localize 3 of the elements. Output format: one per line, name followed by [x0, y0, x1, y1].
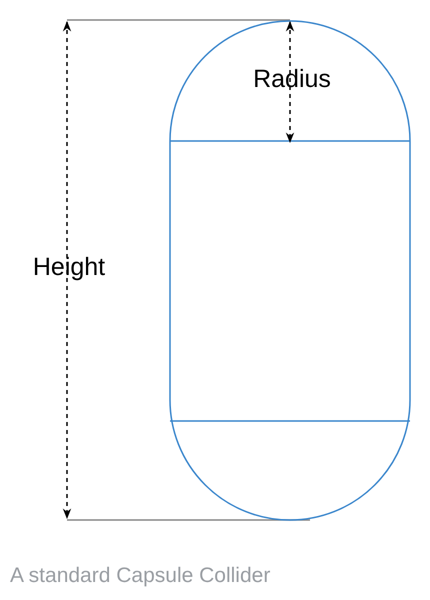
dimension-label: Radius	[252, 64, 332, 95]
caption: A standard Capsule Collider	[10, 563, 270, 589]
dimension-label: Height	[32, 252, 106, 283]
